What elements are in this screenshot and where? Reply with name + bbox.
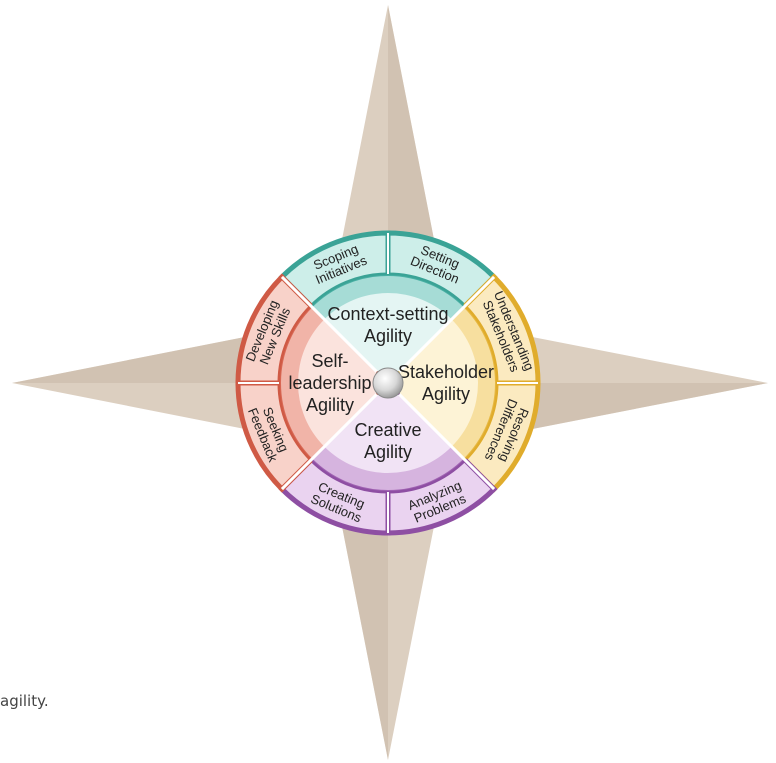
creative-quadrant xyxy=(310,381,466,493)
center-hub xyxy=(372,367,404,399)
creative-quadrant-shade xyxy=(311,446,465,491)
inner-quadrants xyxy=(278,273,498,493)
self-quadrant-shade xyxy=(280,306,325,460)
stakeholder-quadrant-shade xyxy=(451,306,496,460)
context-quadrant xyxy=(310,273,466,385)
divider-line xyxy=(280,393,378,491)
divider-line xyxy=(280,275,378,373)
divider-line xyxy=(398,393,496,491)
caption-text: agility. xyxy=(0,692,49,710)
self-quadrant xyxy=(278,305,390,461)
context-quadrant-shade xyxy=(311,275,465,320)
stakeholder-quadrant xyxy=(386,305,498,461)
divider-line xyxy=(398,275,496,373)
